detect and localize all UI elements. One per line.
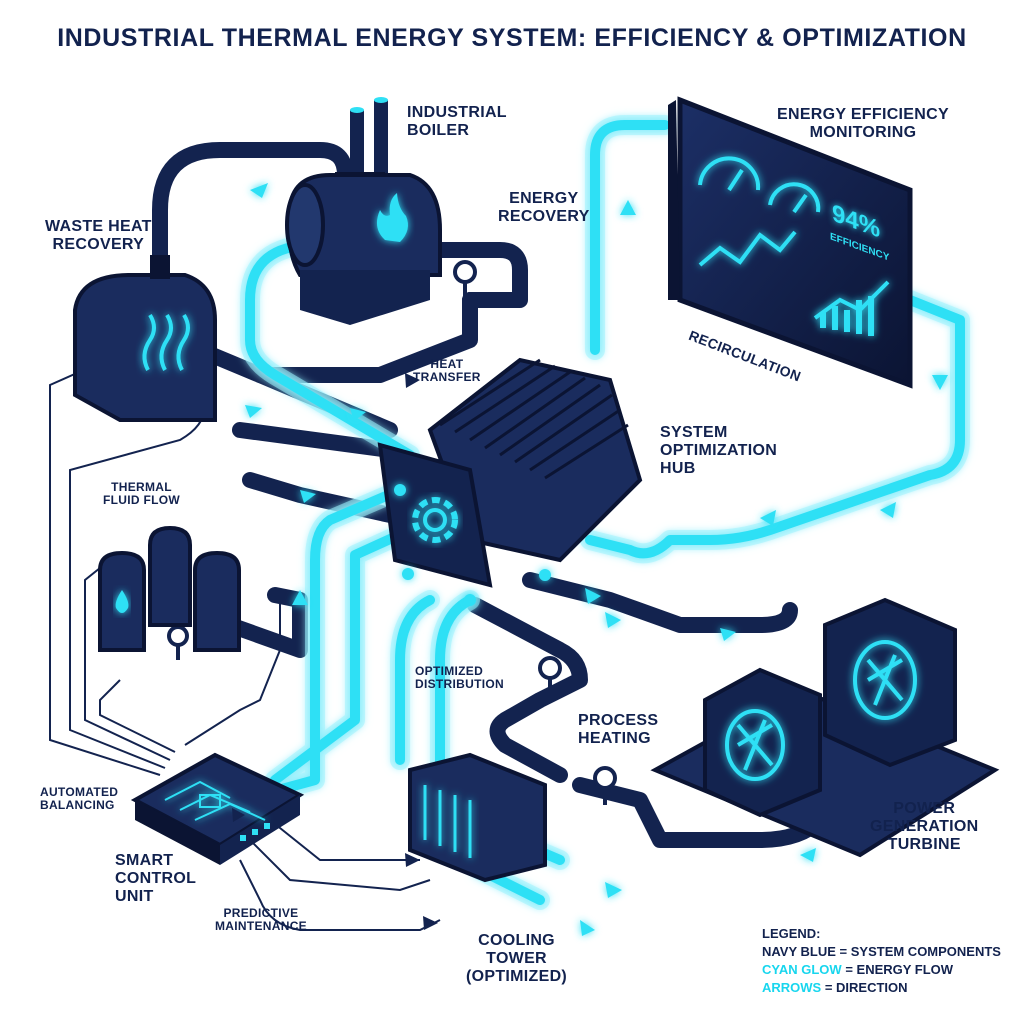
label-heat-transfer: HEAT TRANSFER <box>413 357 481 385</box>
cooling-tower <box>408 752 547 883</box>
legend-heading: LEGEND: <box>762 926 821 941</box>
smart-control-unit <box>130 752 305 865</box>
waste-heat-recovery-unit <box>73 255 217 422</box>
legend-text-components: = SYSTEM COMPONENTS <box>835 944 1001 959</box>
legend-row-arrows: ARROWS = DIRECTION <box>762 979 1001 997</box>
legend-text-direction: = DIRECTION <box>821 980 908 995</box>
gauge-icon <box>698 156 761 191</box>
system-optimization-hub <box>377 357 643 606</box>
arrow-icon <box>720 628 736 641</box>
power-generation-turbine <box>650 597 1000 858</box>
arrow-icon <box>580 920 595 936</box>
industrial-boiler <box>285 97 442 325</box>
control-wires <box>49 364 441 931</box>
storage-tanks <box>98 525 241 652</box>
valve-icon <box>167 625 189 660</box>
label-energy-recovery: ENERGY RECOVERY <box>498 190 590 225</box>
arrow-icon <box>605 612 621 628</box>
turbine-rotor-icon <box>725 709 785 781</box>
arrow-icon <box>800 848 816 862</box>
label-cooling-tower: COOLING TOWER (OPTIMIZED) <box>466 932 568 985</box>
arrow-icon <box>350 408 366 421</box>
page-title: INDUSTRIAL THERMAL ENERGY SYSTEM: EFFICI… <box>57 24 967 52</box>
valve-icon <box>593 766 617 805</box>
legend-key-cyan: CYAN GLOW <box>762 962 842 977</box>
wire-arrows <box>232 373 438 930</box>
label-energy-efficiency-monitoring: ENERGY EFFICIENCY MONITORING <box>777 106 949 141</box>
label-optimized-distribution: OPTIMIZED DISTRIBUTION <box>415 664 504 692</box>
label-power-generation-turbine: POWER GENERATION TURBINE <box>870 800 979 853</box>
heat-wave-icon <box>142 313 190 371</box>
legend-row-components: NAVY BLUE = SYSTEM COMPONENTS <box>762 943 1001 961</box>
line-chart-icon <box>698 230 797 267</box>
arrow-icon <box>760 510 776 526</box>
arrow-icon <box>605 882 622 898</box>
valves <box>167 260 617 805</box>
label-thermal-fluid-flow: THERMAL FLUID FLOW <box>103 480 180 508</box>
flow-arrows <box>245 183 948 936</box>
label-system-optimization-hub: SYSTEM OPTIMIZATION HUB <box>660 424 778 477</box>
water-drop-icon <box>115 590 129 613</box>
label-industrial-boiler: INDUSTRIAL BOILER <box>407 104 507 139</box>
arrow-icon <box>620 200 636 215</box>
label-predictive-maintenance: PREDICTIVE MAINTENANCE <box>215 906 307 934</box>
bar-chart-icon <box>820 296 874 336</box>
turbine-rotor-icon <box>853 640 917 720</box>
label-smart-control-unit: SMART CONTROL UNIT <box>115 852 197 905</box>
label-waste-heat-recovery: WASTE HEAT RECOVERY <box>45 218 152 253</box>
arrow-icon <box>300 490 316 503</box>
legend-key-arrows: ARROWS <box>762 980 822 995</box>
efficiency-dashboard <box>668 96 913 389</box>
valve-icon <box>453 260 477 300</box>
valve-icon <box>538 656 562 695</box>
legend-row-energy: CYAN GLOW = ENERGY FLOW <box>762 961 1001 979</box>
arrow-icon <box>932 375 948 390</box>
gauge-icon <box>768 182 821 213</box>
arrow-icon <box>585 588 601 604</box>
cyan-energy-pipes <box>240 115 970 910</box>
arrow-icon <box>880 502 896 518</box>
arrow-icon <box>250 183 268 198</box>
gear-icon <box>412 497 458 543</box>
flame-icon <box>376 193 408 242</box>
legend: LEGEND: NAVY BLUE = SYSTEM COMPONENTS CY… <box>762 925 1001 997</box>
label-process-heating: PROCESS HEATING <box>578 712 659 747</box>
legend-text-energy: = ENERGY FLOW <box>841 962 954 977</box>
arrow-icon <box>292 590 308 605</box>
circuit-chip-icon <box>164 780 266 821</box>
label-automated-balancing: AUTOMATED BALANCING <box>40 785 119 813</box>
legend-key-navy: NAVY BLUE <box>762 944 836 959</box>
arrow-icon <box>245 405 262 418</box>
